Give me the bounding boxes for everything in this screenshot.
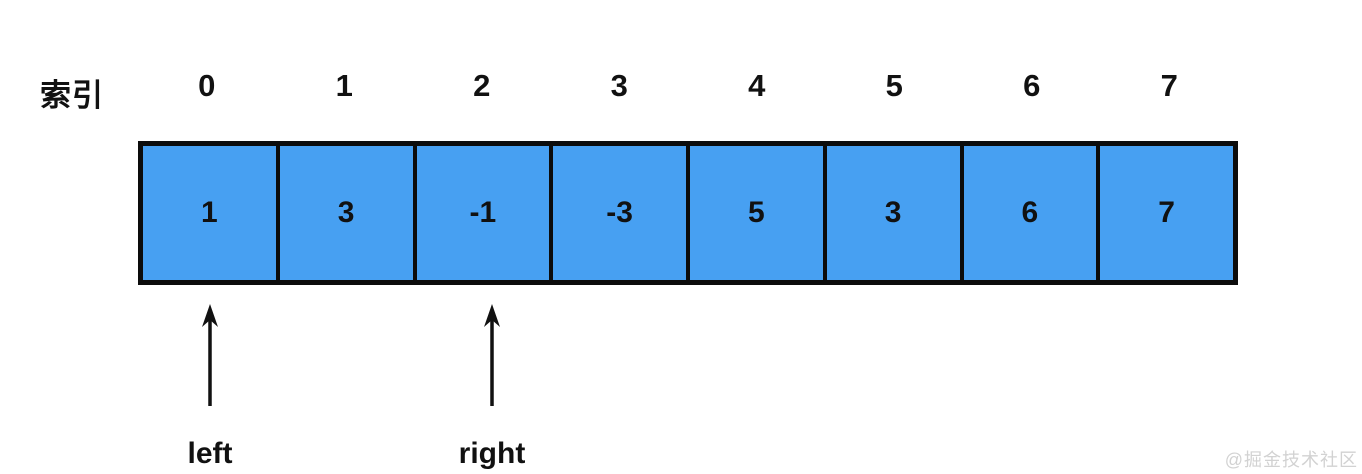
array-cell-6: 6: [959, 146, 1097, 280]
watermark: @掘金技术社区: [1224, 450, 1358, 470]
cell-value: -3: [606, 196, 633, 229]
right-pointer: right: [432, 303, 552, 471]
index-row-label: 索引: [40, 78, 104, 113]
cell-value: -1: [469, 196, 497, 229]
index-number-1: 1: [335, 68, 353, 103]
array-cell-2: -1: [412, 146, 550, 280]
array-cell-3: -3: [549, 146, 686, 280]
index-number-7: 7: [1160, 68, 1178, 103]
up-arrow-icon: [202, 304, 218, 406]
index-number-6: 6: [1023, 68, 1041, 103]
right-pointer-label: right: [458, 437, 526, 470]
array-cell-1: 3: [275, 146, 413, 280]
left-pointer-label: left: [187, 437, 233, 470]
index-number-0: 0: [198, 68, 216, 103]
cell-value: 1: [201, 196, 218, 229]
index-row: 0 1 2 3 4 5 6 7: [138, 68, 1238, 104]
index-number-4: 4: [748, 68, 766, 103]
left-pointer: left: [150, 303, 270, 471]
cell-value: 6: [1021, 196, 1039, 229]
up-arrow-icon: [484, 304, 500, 406]
cell-value: 3: [337, 196, 355, 229]
cell-value: 3: [884, 196, 902, 229]
array-cell-5: 3: [822, 146, 960, 280]
index-number-5: 5: [885, 68, 903, 103]
array-cell-7: 7: [1096, 146, 1233, 280]
index-number-2: 2: [473, 68, 491, 103]
array-cell-0: 1: [143, 146, 276, 280]
cell-value: 7: [1158, 196, 1175, 229]
index-number-3: 3: [610, 68, 628, 103]
array-row: 1 3 -1 -3 5 3 6 7: [138, 141, 1238, 285]
array-cell-4: 5: [686, 146, 823, 280]
cell-value: 5: [748, 196, 765, 229]
